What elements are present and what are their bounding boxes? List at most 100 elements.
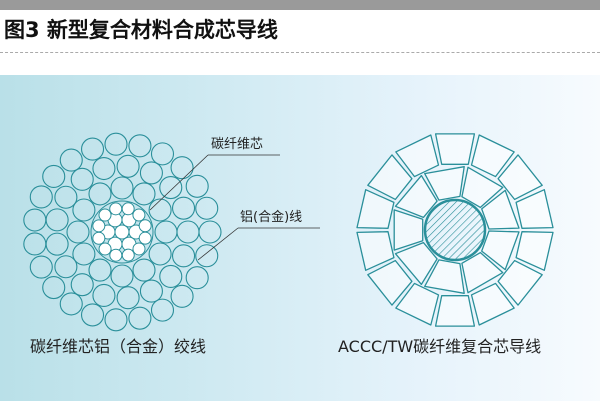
- carbon-fiber-strand: [109, 248, 123, 262]
- trapezoidal-aluminum-strand: [434, 133, 476, 165]
- trapezoidal-aluminum-strand: [497, 259, 543, 306]
- aluminum-strand: [70, 273, 94, 297]
- aluminum-strand: [195, 244, 219, 268]
- aluminum-strand: [148, 242, 172, 266]
- aluminum-strand: [170, 284, 194, 308]
- acsr-cross-section: [23, 132, 222, 332]
- label-carbon-core: 碳纤维芯: [211, 137, 264, 152]
- trapezoidal-aluminum-strand: [461, 166, 504, 209]
- trapezoidal-aluminum-strand: [395, 282, 440, 326]
- aluminum-strand: [45, 208, 69, 232]
- aluminum-strand: [198, 220, 222, 244]
- aluminum-strand: [29, 185, 53, 209]
- trapezoidal-aluminum-strand: [515, 231, 554, 271]
- top-bar: [0, 0, 600, 10]
- aluminum-strand: [159, 264, 183, 289]
- aluminum-strand: [104, 132, 128, 156]
- trapezoidal-aluminum-strand: [424, 259, 465, 294]
- aluminum-strand: [132, 182, 156, 206]
- trapezoidal-aluminum-strand: [461, 251, 504, 294]
- carbon-fiber-strand: [121, 248, 135, 262]
- carbon-fiber-strand: [92, 219, 106, 233]
- aluminum-strand: [92, 283, 116, 308]
- carbon-fiber-strand: [92, 231, 106, 245]
- aluminum-strand: [80, 303, 105, 327]
- aluminum-strand: [116, 154, 140, 178]
- aluminum-strand: [42, 164, 66, 189]
- aluminum-strand: [66, 220, 90, 244]
- carbon-fiber-strand: [121, 202, 135, 216]
- aluminum-strand: [80, 137, 105, 161]
- aluminum-strand: [110, 264, 134, 288]
- trapezoidal-aluminum-strand: [393, 209, 424, 251]
- aluminum-strand: [171, 196, 196, 220]
- trapezoidal-aluminum-strand: [394, 174, 438, 219]
- trapezoidal-aluminum-strand: [481, 230, 520, 271]
- trapezoidal-aluminum-strand: [395, 134, 440, 178]
- aluminum-strand: [104, 308, 128, 332]
- aluminum-strand: [128, 306, 152, 330]
- callout-line-core: [149, 154, 209, 211]
- carbon-fiber-strand: [109, 202, 123, 216]
- aluminum-strand: [132, 258, 156, 282]
- label-aluminum-strand: 铝(合金)线: [240, 210, 303, 225]
- aluminum-strand: [195, 196, 219, 220]
- aluminum-strand: [23, 232, 47, 256]
- trapezoidal-aluminum-strand: [367, 154, 413, 201]
- divider: [0, 52, 600, 53]
- aluminum-strand: [171, 244, 196, 268]
- aluminum-strand: [159, 175, 183, 200]
- aluminum-strand: [42, 275, 66, 300]
- aluminum-strand: [148, 198, 172, 222]
- trapezoidal-aluminum-strand: [470, 282, 515, 326]
- trapezoidal-aluminum-strand: [424, 166, 465, 201]
- carbon-fiber-strand: [138, 219, 152, 233]
- trapezoidal-aluminum-strand: [434, 295, 476, 327]
- aluminum-strand: [88, 258, 112, 282]
- aluminum-strand: [139, 161, 163, 185]
- aluminum-strand: [70, 167, 94, 191]
- carbon-fiber-strand: [132, 208, 146, 222]
- carbon-fiber-strand: [98, 208, 112, 222]
- accc-tw-cross-section: [356, 133, 554, 327]
- caption-right: ACCC/TW碳纤维复合芯导线: [338, 337, 542, 356]
- callout-line-strand: [197, 227, 239, 261]
- aluminum-strand: [128, 134, 152, 158]
- aluminum-strand: [59, 148, 83, 172]
- carbon-fiber-strand: [114, 224, 130, 240]
- aluminum-strand: [176, 220, 200, 244]
- aluminum-strand: [150, 298, 175, 322]
- trapezoidal-aluminum-strand: [356, 231, 395, 271]
- caption-left: 碳纤维芯铝（合金）绞线: [30, 337, 207, 356]
- aluminum-strand: [110, 176, 134, 200]
- aluminum-strand: [92, 156, 116, 181]
- trapezoidal-aluminum-strand: [367, 259, 413, 306]
- carbon-fiber-strand: [98, 242, 112, 256]
- aluminum-strand: [72, 242, 96, 266]
- aluminum-strand: [150, 142, 175, 166]
- aluminum-strand: [45, 232, 69, 256]
- aluminum-strand: [23, 208, 47, 232]
- aluminum-strand: [29, 255, 53, 279]
- aluminum-strand: [170, 156, 194, 180]
- composite-core: [423, 198, 487, 262]
- aluminum-strand: [54, 185, 78, 209]
- carbon-fiber-strand: [132, 242, 146, 256]
- core-boundary: [90, 200, 154, 264]
- aluminum-strand: [59, 292, 83, 316]
- aluminum-strand: [185, 174, 209, 198]
- trapezoidal-aluminum-strand: [497, 154, 543, 201]
- trapezoidal-aluminum-strand: [470, 134, 515, 178]
- aluminum-strand: [116, 286, 140, 310]
- figure-title: 图3 新型复合材料合成芯导线: [4, 18, 278, 42]
- trapezoidal-aluminum-strand: [515, 189, 554, 229]
- trapezoidal-aluminum-strand: [394, 241, 438, 286]
- trapezoidal-aluminum-strand: [481, 189, 520, 230]
- aluminum-strand: [185, 266, 209, 290]
- trapezoidal-aluminum-strand: [356, 189, 395, 229]
- aluminum-strand: [154, 220, 178, 244]
- aluminum-strand: [139, 279, 163, 303]
- aluminum-strand: [72, 198, 96, 222]
- aluminum-strand: [88, 182, 112, 206]
